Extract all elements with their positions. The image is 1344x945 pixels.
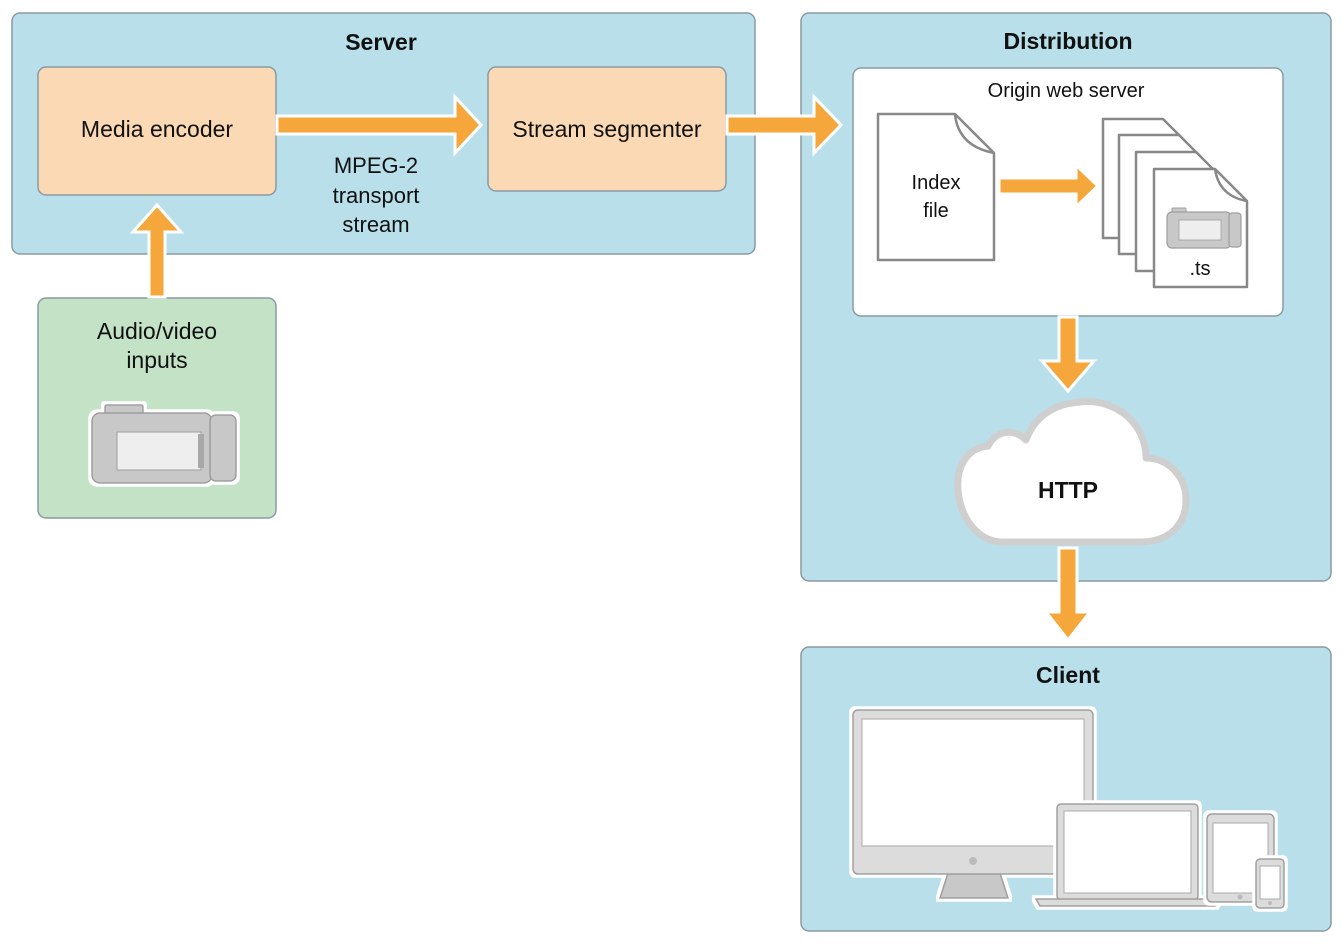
ts-camera-icon <box>1166 207 1242 249</box>
audio-video-inputs-box: Audio/video inputs <box>37 297 277 519</box>
laptop-icon <box>1034 803 1221 907</box>
arrow-index-to-segments <box>997 161 1101 211</box>
http-label: HTTP <box>1038 477 1098 503</box>
index-file-label-line-2: file <box>923 200 949 222</box>
transport-label-line-2: transport <box>333 183 420 208</box>
media-encoder-label: Media encoder <box>81 116 233 142</box>
ts-segment-files-icon: .ts <box>1101 117 1249 289</box>
distribution-title: Distribution <box>1003 28 1132 54</box>
transport-label-line-1: MPEG-2 <box>334 153 418 178</box>
distribution-panel: Distribution Origin web server Index fil… <box>800 12 1332 582</box>
arrow-inputs-to-encoder <box>129 202 185 299</box>
index-file-icon: Index file <box>876 112 996 262</box>
arrow-origin-to-cloud <box>1038 315 1098 394</box>
media-encoder-box: Media encoder <box>37 66 277 196</box>
arrow-cloud-to-client <box>1042 546 1094 643</box>
client-panel: Client <box>800 646 1332 932</box>
ts-label: .ts <box>1189 258 1210 280</box>
video-camera-icon <box>91 404 237 484</box>
phone-icon <box>1255 858 1285 909</box>
stream-segmenter-label: Stream segmenter <box>512 116 702 142</box>
index-file-label-line-1: Index <box>912 172 961 194</box>
client-title: Client <box>1036 662 1100 688</box>
arrow-segmenter-to-distribution <box>725 93 844 157</box>
arrow-encoder-to-segmenter <box>275 93 484 157</box>
origin-web-server-title: Origin web server <box>988 80 1145 102</box>
inputs-label-line-2: inputs <box>126 347 187 373</box>
desktop-monitor-icon <box>852 709 1094 899</box>
stream-segmenter-box: Stream segmenter <box>487 66 727 192</box>
http-cloud-icon: HTTP <box>954 398 1190 546</box>
transport-stream-label: MPEG-2 transport stream <box>333 153 420 237</box>
inputs-label-line-1: Audio/video <box>97 318 217 344</box>
server-title: Server <box>345 29 417 55</box>
transport-label-line-3: stream <box>342 212 409 237</box>
arrows <box>129 93 1101 643</box>
